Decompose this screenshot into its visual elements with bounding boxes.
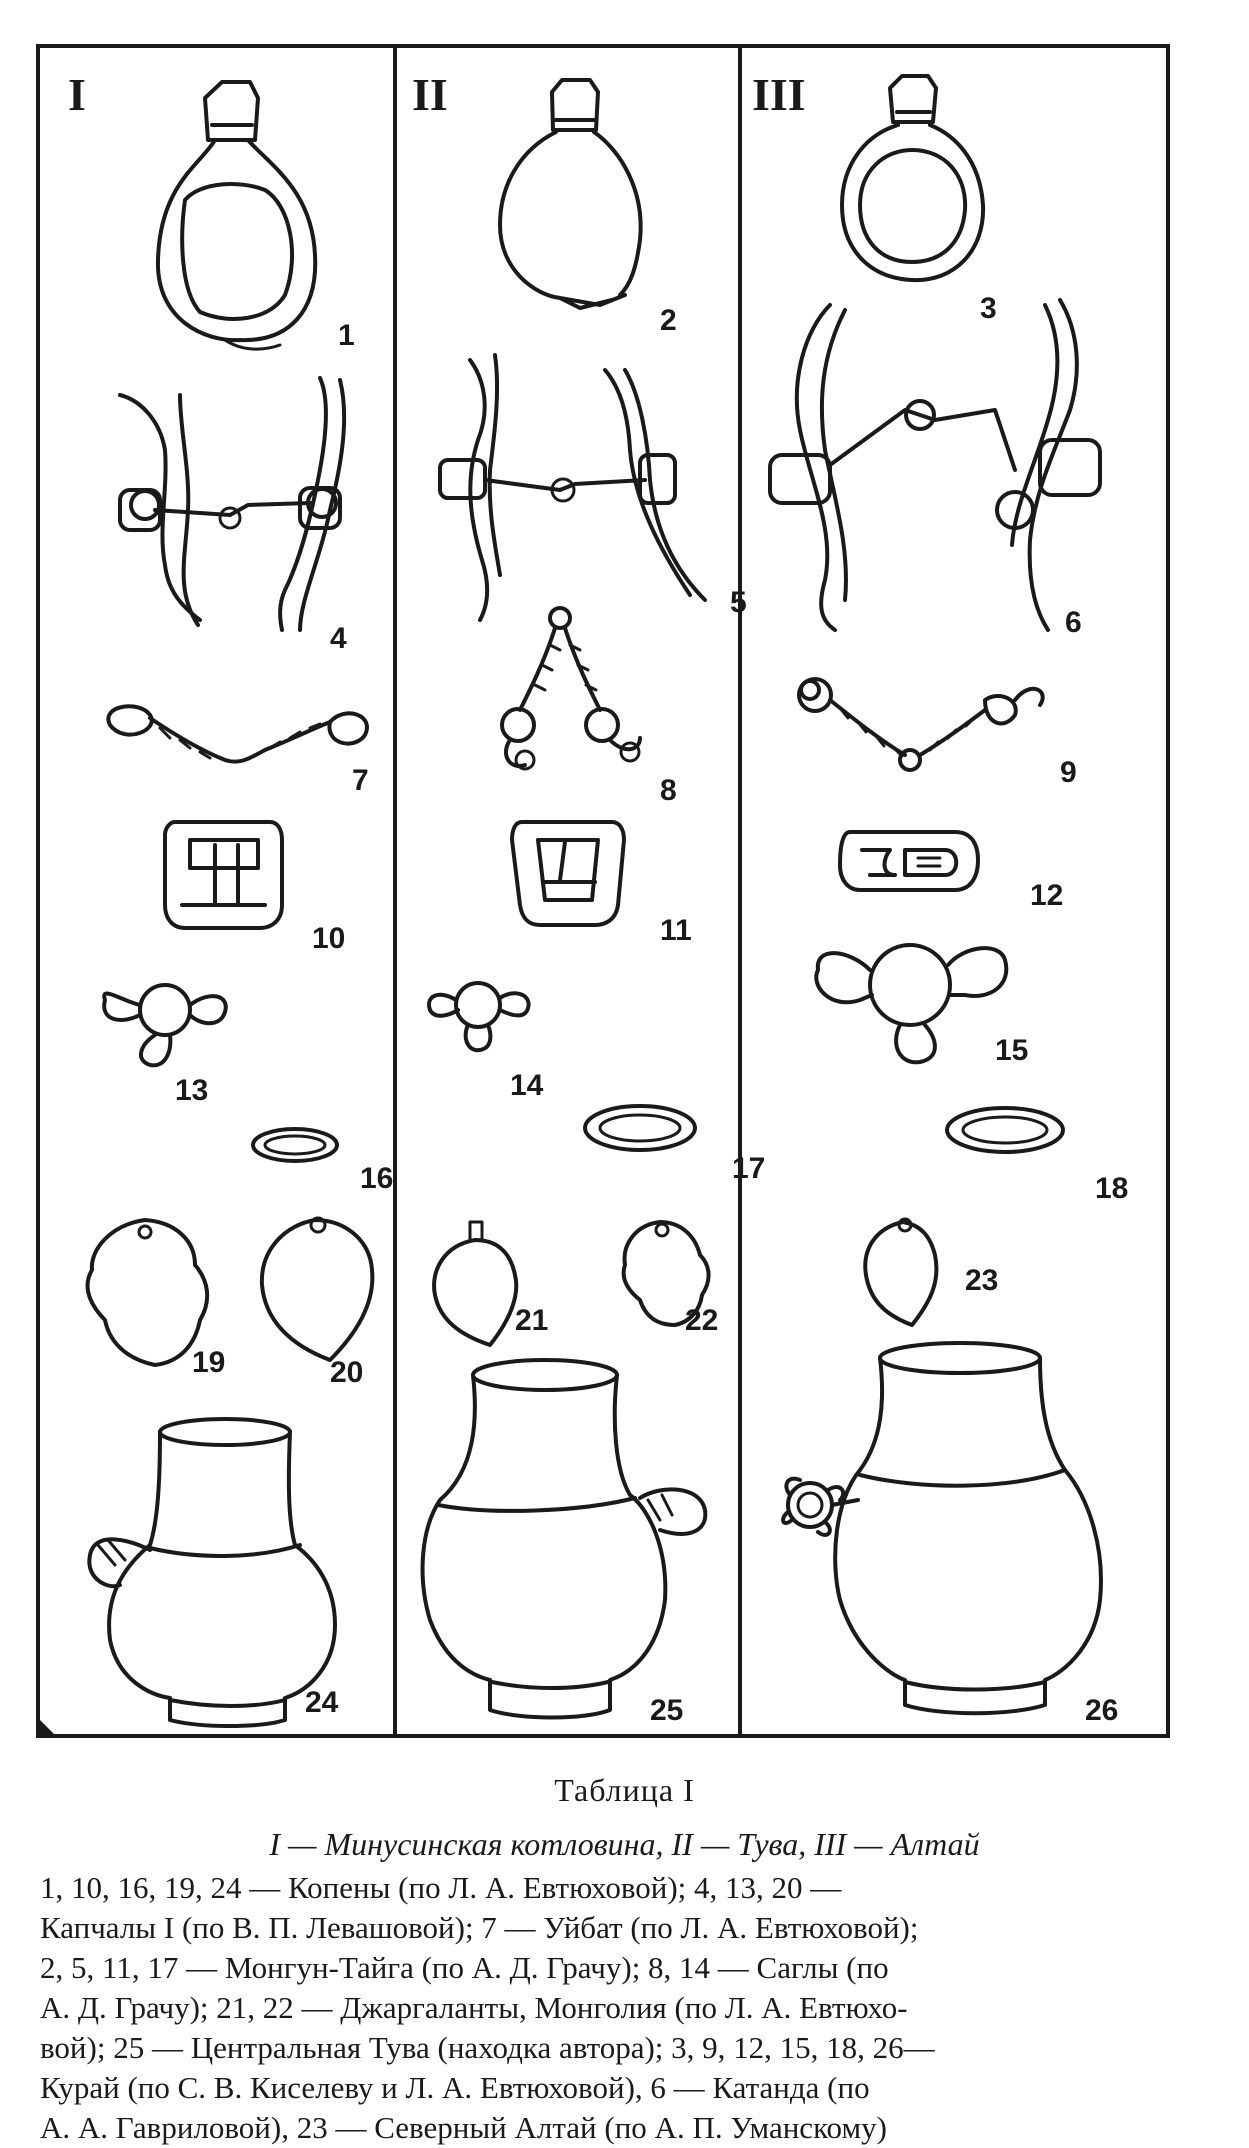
figure-number-9: 9 (1060, 756, 1077, 789)
figure-number-19: 19 (192, 1346, 225, 1379)
figure-number-20: 20 (330, 1356, 363, 1389)
caption-line: 1, 10, 16, 19, 24 — Копены (по Л. А. Евт… (40, 1870, 842, 1905)
artifact-buckle-10 (163, 820, 284, 930)
caption-line: Капчалы I (по В. П. Левашовой); 7 — Уйба… (40, 1910, 919, 1945)
artifact-jar-24 (87, 1417, 337, 1728)
table-title: Таблица I (554, 1772, 695, 1808)
column-heading-2: II (412, 69, 448, 120)
artifact-twisted-bit-9 (797, 677, 1045, 772)
caption-line: Курай (по С. В. Киселеву и Л. А. Евтюхов… (40, 2070, 870, 2105)
caption-line: вой); 25 — Центральная Тува (находка авт… (40, 2030, 935, 2065)
figure-number-25: 25 (650, 1694, 683, 1727)
plate-frame (36, 44, 1170, 1738)
artifact-oval-plaque-18 (945, 1106, 1065, 1154)
artifact-pendant-20 (259, 1216, 375, 1362)
figure-number-26: 26 (1085, 1694, 1118, 1727)
artifact-bridle-bit-4 (118, 376, 347, 632)
figure-number-6: 6 (1065, 606, 1082, 639)
artifact-pendant-19 (85, 1218, 210, 1367)
figure-number-17: 17 (732, 1152, 765, 1185)
figure-number-18: 18 (1095, 1172, 1128, 1205)
artifact-bridle-bit-5 (438, 353, 707, 622)
artifact-twisted-bit-8 (500, 606, 642, 771)
artifact-fitting-14 (427, 981, 531, 1053)
artifact-oval-plaque-17 (583, 1104, 697, 1152)
artifact-jar-25 (420, 1358, 708, 1720)
figure-number-7: 7 (352, 764, 369, 797)
figure-number-1: 1 (338, 319, 355, 352)
figure-number-23: 23 (965, 1264, 998, 1297)
artifact-oval-plaque-16 (251, 1127, 339, 1163)
artifact-pendant-23 (863, 1217, 939, 1327)
figure-number-5: 5 (730, 586, 747, 619)
column-heading-3: III (752, 69, 806, 120)
artifact-bridle-bit-6 (768, 298, 1102, 632)
caption-line: А. Д. Грачу); 21, 22 — Джаргаланты, Монг… (40, 1990, 908, 2025)
artifact-buckle-11 (510, 820, 626, 927)
artifact-plaque-12 (838, 830, 980, 892)
figure-number-16: 16 (360, 1162, 393, 1195)
figure-number-10: 10 (312, 922, 345, 955)
corner-mark (38, 1718, 56, 1736)
column-heading-1: I (68, 69, 86, 120)
figure-number-15: 15 (995, 1034, 1028, 1067)
figure-number-13: 13 (175, 1074, 208, 1107)
figure-number-2: 2 (660, 304, 677, 337)
caption-body: 1, 10, 16, 19, 24 — Копены (по Л. А. Евт… (40, 1868, 1225, 2148)
artifact-pendant-22 (621, 1220, 711, 1327)
artifact-stirrup-2 (498, 78, 643, 310)
figure-number-8: 8 (660, 774, 677, 807)
figure-number-12: 12 (1030, 879, 1063, 912)
figure-number-4: 4 (330, 622, 347, 655)
figure-number-14: 14 (510, 1069, 544, 1102)
plate-illustration: I II III (36, 44, 1170, 1738)
caption-regions: I — Минусинская котловина, II — Тува, II… (269, 1826, 980, 1862)
artifact-stirrup-1 (155, 80, 318, 351)
figure-number-24: 24 (305, 1686, 339, 1719)
caption-line: А. А. Гавриловой), 23 — Северный Алтай (… (40, 2110, 887, 2145)
caption-line: 2, 5, 11, 17 — Монгун-Тайга (по А. Д. Гр… (40, 1950, 889, 1985)
artifact-jar-26 (781, 1341, 1103, 1716)
figure-number-22: 22 (685, 1304, 718, 1337)
artifact-fitting-15 (814, 943, 1009, 1065)
figure-number-3: 3 (980, 292, 997, 325)
artifact-twisted-bit-7 (106, 704, 369, 764)
artifact-fitting-13 (102, 983, 228, 1068)
artifact-pendant-21 (432, 1220, 519, 1347)
artifact-stirrup-3 (840, 74, 986, 283)
figure-number-11: 11 (660, 914, 692, 947)
figure-number-21: 21 (515, 1304, 548, 1337)
